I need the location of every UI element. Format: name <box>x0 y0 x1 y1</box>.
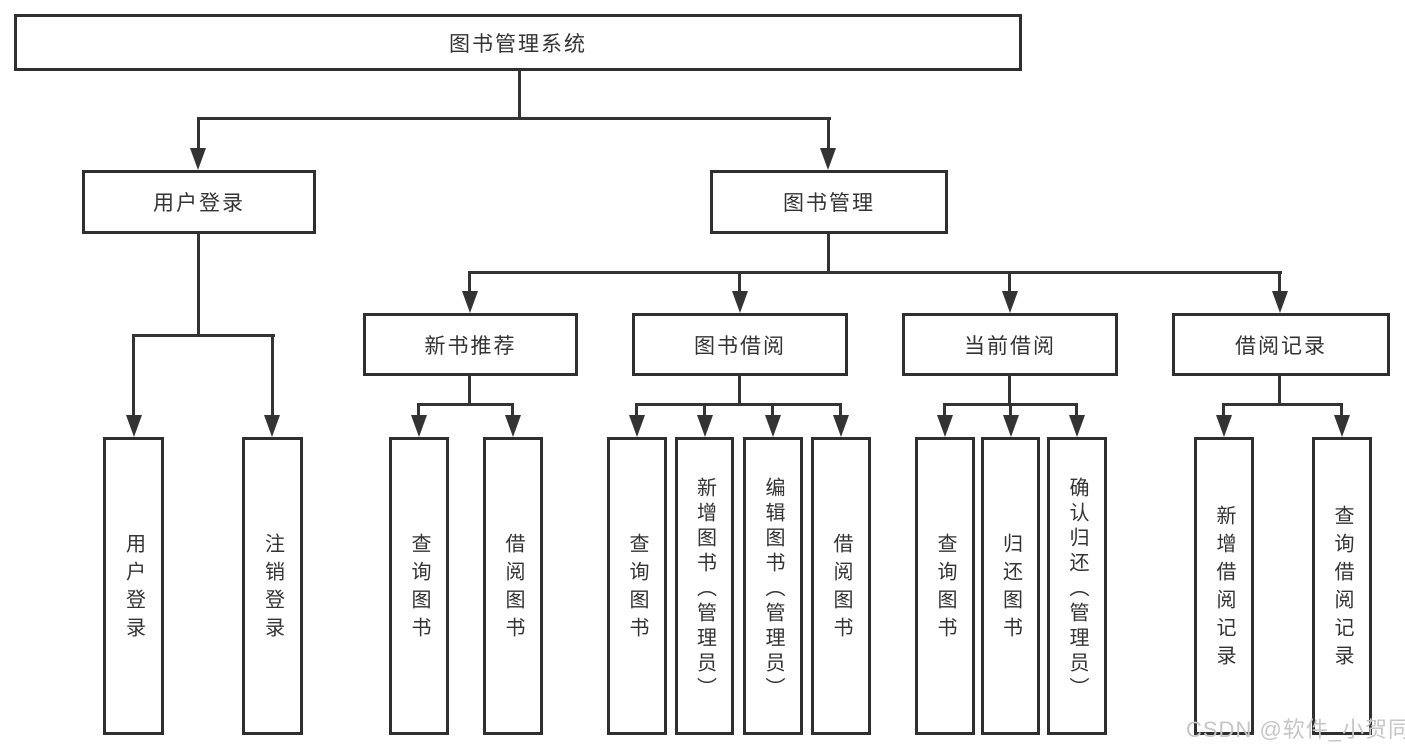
leaf-recommend-query-books: 查询图书 <box>389 437 449 735</box>
connector <box>197 117 200 152</box>
connector <box>132 334 275 337</box>
arrow-down-icon <box>1069 415 1085 437</box>
leaf-logout: 注销登录 <box>242 437 303 735</box>
leaf-borrowing-query-books: 查询图书 <box>607 437 667 735</box>
node-user-login: 用户登录 <box>82 170 316 234</box>
leaf-return-books: 归还图书 <box>981 437 1040 735</box>
connector <box>1278 375 1281 406</box>
leaf-current-query-books: 查询图书 <box>915 437 975 735</box>
connector <box>1075 403 1078 417</box>
connector <box>511 403 514 417</box>
connector <box>1008 271 1011 295</box>
arrow-down-icon <box>1272 291 1288 313</box>
node-book-management: 图书管理 <box>710 170 948 234</box>
connector <box>771 403 774 417</box>
connector <box>197 117 831 120</box>
node-current-borrowing: 当前借阅 <box>902 313 1118 376</box>
connector <box>635 403 638 417</box>
node-new-book-recommend: 新书推荐 <box>363 313 578 376</box>
arrow-down-icon <box>1334 415 1350 437</box>
leaf-add-book-admin: 新增图书（管理员） <box>675 437 734 735</box>
arrow-down-icon <box>190 148 206 170</box>
connector <box>1340 403 1343 417</box>
arrow-down-icon <box>765 415 781 437</box>
connector <box>1009 403 1012 417</box>
connector <box>738 271 741 295</box>
node-book-management-system: 图书管理系统 <box>14 14 1022 71</box>
connector <box>738 375 741 406</box>
arrow-down-icon <box>697 415 713 437</box>
node-book-borrowing: 图书借阅 <box>632 313 848 376</box>
connector <box>703 403 706 417</box>
connector <box>468 271 471 295</box>
arrow-down-icon <box>833 415 849 437</box>
leaf-query-borrow-record: 查询借阅记录 <box>1312 437 1372 735</box>
connector <box>417 403 514 406</box>
connector <box>1222 403 1343 406</box>
leaf-user-login: 用户登录 <box>103 437 164 735</box>
arrow-down-icon <box>1003 415 1019 437</box>
connector <box>417 403 420 417</box>
leaf-edit-book-admin: 编辑图书（管理员） <box>743 437 803 735</box>
arrow-down-icon <box>629 415 645 437</box>
leaf-add-borrow-record: 新增借阅记录 <box>1194 437 1254 735</box>
arrow-down-icon <box>126 415 142 437</box>
connector <box>132 334 135 419</box>
connector <box>827 233 830 274</box>
connector <box>943 403 946 417</box>
connector <box>468 375 471 406</box>
arrow-down-icon <box>505 415 521 437</box>
connector <box>635 403 842 406</box>
leaf-confirm-return-admin: 确认归还（管理员） <box>1047 437 1107 735</box>
arrow-down-icon <box>820 148 836 170</box>
node-borrow-records: 借阅记录 <box>1172 313 1390 376</box>
connector <box>518 70 521 120</box>
leaf-recommend-borrow-books: 借阅图书 <box>483 437 543 735</box>
connector <box>839 403 842 417</box>
arrow-down-icon <box>1216 415 1232 437</box>
csdn-watermark: CSDN @软件_小贺同学 <box>1186 717 1405 742</box>
arrow-down-icon <box>732 291 748 313</box>
arrow-down-icon <box>1002 291 1018 313</box>
arrow-down-icon <box>411 415 427 437</box>
arrow-down-icon <box>937 415 953 437</box>
connector <box>271 334 274 419</box>
arrow-down-icon <box>264 415 280 437</box>
leaf-borrowing-borrow-books: 借阅图书 <box>811 437 871 735</box>
connector <box>1222 403 1225 417</box>
connector <box>1278 271 1281 295</box>
connector <box>197 233 200 337</box>
connector <box>468 271 1282 274</box>
arrow-down-icon <box>462 291 478 313</box>
connector <box>827 117 830 152</box>
connector <box>1008 375 1011 406</box>
